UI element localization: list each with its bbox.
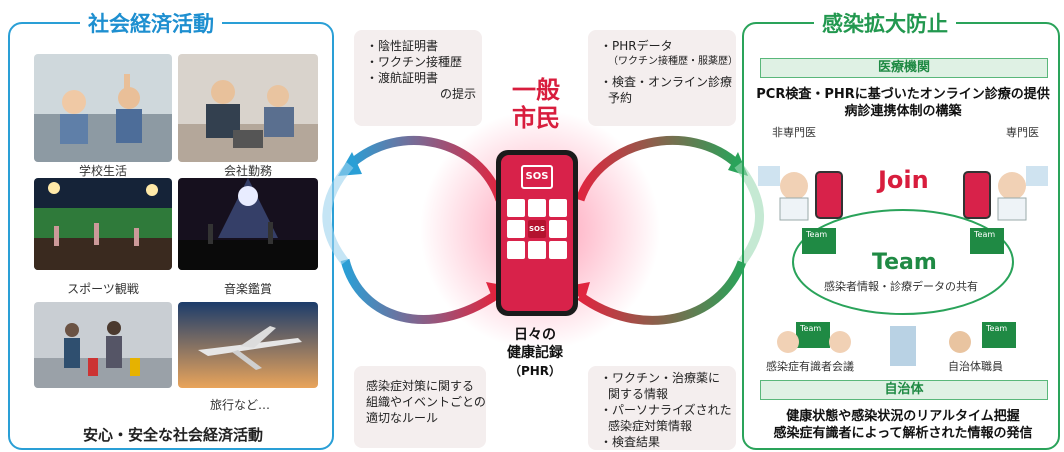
citizen-line-1: 一般 [512, 76, 560, 104]
social-activity-panel: 社会経済活動 学校生活 会社勤務 スポーツ観戦 音楽鑑賞 旅行など… 安心・安全… [8, 8, 334, 450]
join-phone-left [815, 171, 843, 219]
left-upper-arc [346, 136, 505, 202]
phr-line-3: （PHR） [508, 364, 562, 378]
music-listening-label: 音楽鑑賞 [223, 282, 272, 296]
personalized-suffix: 感染症対策情報 [608, 419, 693, 433]
test-results-item: ・検査結果 [600, 435, 661, 449]
airplane-photo [178, 302, 318, 388]
municipality-desc-line-2: 感染症有識者によって解析された情報の発信 [773, 426, 1033, 441]
phr-data-item: ・PHRデータ [600, 39, 673, 53]
left-lower-arc [340, 258, 499, 324]
right-faint-arc [734, 162, 764, 265]
phr-data-note: ・PHRデータ （ワクチン接種歴・服薬歴） ・検査・オンライン診療 予約 [588, 30, 738, 126]
left-faint-arc [322, 162, 354, 265]
phr-line-1: 日々の [514, 327, 556, 343]
school-life-photo [34, 54, 172, 162]
app-sos-header: SOS [521, 165, 553, 189]
team-network-diagram [758, 166, 1048, 366]
office-work-photo [178, 54, 318, 162]
team-monitor-top-right [970, 228, 1004, 254]
experts-meeting-label: 感染症有識者会議 [766, 360, 854, 373]
office-work-label: 会社勤務 [223, 164, 272, 178]
app-grid: SOS [507, 199, 567, 259]
medical-desc-line-1: PCR検査・PHRに基づいたオンライン診療の提供 [756, 87, 1050, 102]
citizen-line-2: 市民 [512, 104, 560, 132]
data-sharing-label: 感染者情報・診療データの共有 [824, 280, 978, 293]
vaccine-treatment-item: ・ワクチン・治療薬に [600, 371, 721, 385]
app-sos-tile-text: SOS [528, 225, 546, 233]
test-online-consult-item: ・検査・オンライン診療 [600, 75, 733, 89]
specialist-doctor-icon [998, 172, 1026, 200]
medical-desc: PCR検査・PHRに基づいたオンライン診療の提供 病診連携体制の構築 [744, 86, 1062, 120]
team-logo: Team [872, 250, 937, 275]
right-upper-arc [575, 136, 742, 202]
presentation-suffix: の提示 [440, 87, 477, 101]
non-specialist-doctor-icon [780, 172, 808, 200]
app-sos-tile: SOS [528, 220, 546, 238]
rules-line-1: 感染症対策に関する [366, 379, 475, 393]
municipality-bar: 自治体 [760, 380, 1048, 400]
team-monitor-top-left-label: Team [806, 230, 828, 239]
school-life-label: 学校生活 [78, 164, 127, 178]
general-citizen-label: 一般 市民 [510, 76, 562, 132]
official-icon [949, 331, 971, 353]
team-network-ring [792, 209, 1014, 315]
team-monitor-bottom-right-label: Team [986, 324, 1008, 333]
municipality-desc: 健康状態や感染状況のリアルタイム把握 感染症有識者によって解析された情報の発信 [744, 408, 1062, 442]
phr-data-detail: （ワクチン接種歴・服薬歴） [608, 56, 738, 67]
travel-etc-label: 旅行など… [209, 398, 270, 412]
travel-people-photo [34, 302, 172, 388]
vaccination-history-item: ・ワクチン接種歴 [366, 55, 463, 69]
phr-line-2: 健康記録 [507, 345, 563, 361]
hospital-right-icon [1026, 166, 1048, 186]
team-monitor-top-left [802, 228, 836, 254]
right-lower-arc [577, 260, 747, 325]
sports-watching-label: スポーツ観戦 [67, 282, 139, 296]
medical-institution-bar: 医療機関 [760, 58, 1048, 78]
daily-health-record-label: 日々の 健康記録 （PHR） [490, 326, 580, 380]
travel-certificate-item: ・渡航証明書 [366, 71, 439, 85]
negative-certificate-item: ・陰性証明書 [366, 39, 439, 53]
vaccine-treatment-suffix: 関する情報 [608, 387, 669, 401]
non-specialist-label: 非専門医 [772, 126, 816, 139]
medical-desc-line-2: 病診連携体制の構築 [844, 104, 962, 119]
sports-watching-photo [34, 178, 172, 270]
specialist-label: 専門医 [1006, 126, 1039, 139]
rules-line-3: 適切なルール [366, 411, 439, 425]
join-phone-right [963, 171, 991, 219]
personalized-item: ・パーソナライズされた [600, 403, 732, 417]
expert-icon-1 [777, 331, 799, 353]
team-monitor-top-right-label: Team [974, 230, 996, 239]
government-building-icon [890, 326, 916, 366]
social-activity-title: 社会経済活動 [80, 8, 222, 38]
personalized-info-note: ・ワクチン・治療薬に 関する情報 ・パーソナライズされた 感染症対策情報 ・検査… [588, 366, 736, 450]
infection-rules-note: 感染症対策に関する 組織やイベントごとの 適切なルール [354, 366, 486, 448]
municipal-officials-label: 自治体職員 [948, 360, 1003, 373]
team-monitor-bottom-left-label: Team [800, 324, 822, 333]
music-concert-photo [178, 178, 318, 270]
app-sos-header-text: SOS [525, 171, 549, 182]
municipality-desc-line-1: 健康状態や感染状況のリアルタイム把握 [786, 409, 1020, 424]
smartphone-app: SOS SOS [496, 150, 578, 316]
team-monitor-bottom-right [982, 322, 1016, 348]
infection-prevention-panel: 感染拡大防止 医療機関 PCR検査・PHRに基づいたオンライン診療の提供 病診連… [742, 8, 1062, 450]
join-logo: Join [878, 166, 929, 194]
hospital-left-icon [758, 166, 780, 186]
reservation-suffix: 予約 [608, 91, 633, 105]
team-monitor-bottom-left [796, 322, 830, 348]
rules-line-2: 組織やイベントごとの [366, 395, 486, 409]
certificate-presentation-note: ・陰性証明書 ・ワクチン接種歴 ・渡航証明書 の提示 [354, 30, 482, 126]
expert-icon-2 [829, 331, 851, 353]
infection-prevention-title: 感染拡大防止 [814, 8, 956, 38]
safe-economic-activity-tagline: 安心・安全な社会経済活動 [82, 426, 263, 444]
